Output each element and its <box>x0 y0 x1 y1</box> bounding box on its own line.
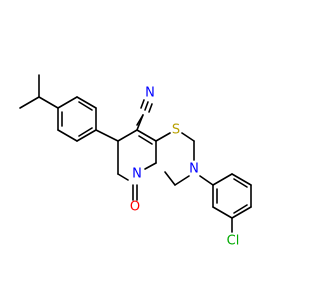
bond <box>117 173 129 181</box>
bond <box>212 173 233 186</box>
bond <box>155 132 171 142</box>
nitrile-nitrogen-label: N <box>145 86 155 101</box>
bond <box>78 101 93 111</box>
molecule-structure-diagram: N S N N O Cl <box>19 74 252 249</box>
bond <box>76 96 97 109</box>
bond <box>233 178 248 188</box>
bond <box>136 129 157 142</box>
bond <box>57 96 78 109</box>
bond <box>199 175 214 186</box>
bond <box>144 101 149 111</box>
bond <box>78 127 93 137</box>
bond <box>138 135 153 145</box>
bond <box>212 206 233 219</box>
bond-layer <box>19 74 252 233</box>
bond <box>95 129 119 142</box>
bond <box>233 204 248 214</box>
bond <box>231 173 252 186</box>
amine-nitrogen-label: N <box>189 162 199 177</box>
oxygen-atom-label: O <box>130 200 140 215</box>
ring-nitrogen-label: N <box>132 167 142 182</box>
chlorine-atom-label: Cl <box>227 234 240 249</box>
bond <box>148 103 153 113</box>
bond <box>174 175 190 186</box>
bond <box>57 129 78 142</box>
bond <box>117 129 138 142</box>
atom-label-layer: N S N N O Cl <box>130 86 239 249</box>
bond <box>19 96 40 109</box>
bond <box>38 96 59 109</box>
sulfur-atom-label: S <box>172 123 180 138</box>
bond <box>181 132 195 142</box>
bond <box>231 206 252 219</box>
bond <box>140 99 145 109</box>
bond <box>164 171 176 186</box>
bond <box>144 162 157 170</box>
bond <box>76 129 97 142</box>
bond <box>136 114 144 126</box>
